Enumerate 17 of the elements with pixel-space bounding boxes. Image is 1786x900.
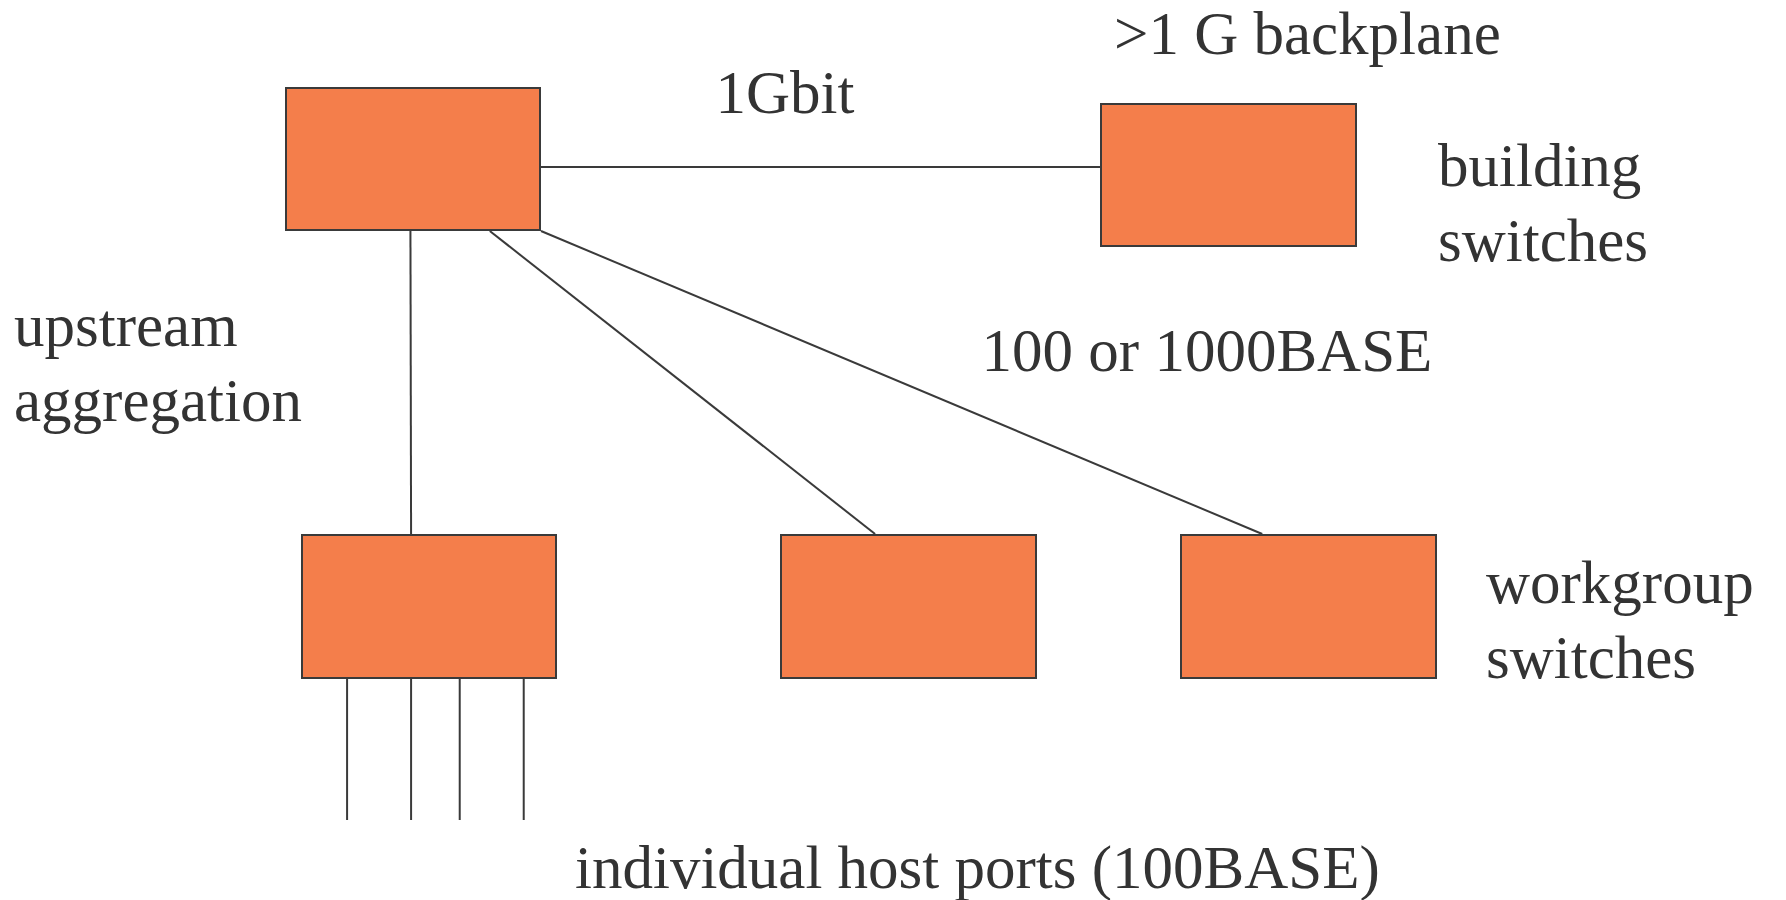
note-label: upstream aggregation [14,291,303,436]
port-line [522,678,525,821]
note-label: building switches [1438,131,1650,276]
note-label: workgroup switches [1486,548,1755,693]
port-line [458,678,461,821]
switch-box [301,534,557,679]
note-label: >1 G backplane [1114,0,1502,69]
link-line [540,165,1101,169]
link-line [540,230,1264,535]
switch-box [1180,534,1437,679]
switch-box [780,534,1037,679]
port-line [346,678,349,821]
link-line [488,230,877,535]
switch-box [1100,103,1357,247]
switch-box [285,87,541,231]
port-line [410,678,413,821]
link-line [409,230,413,535]
